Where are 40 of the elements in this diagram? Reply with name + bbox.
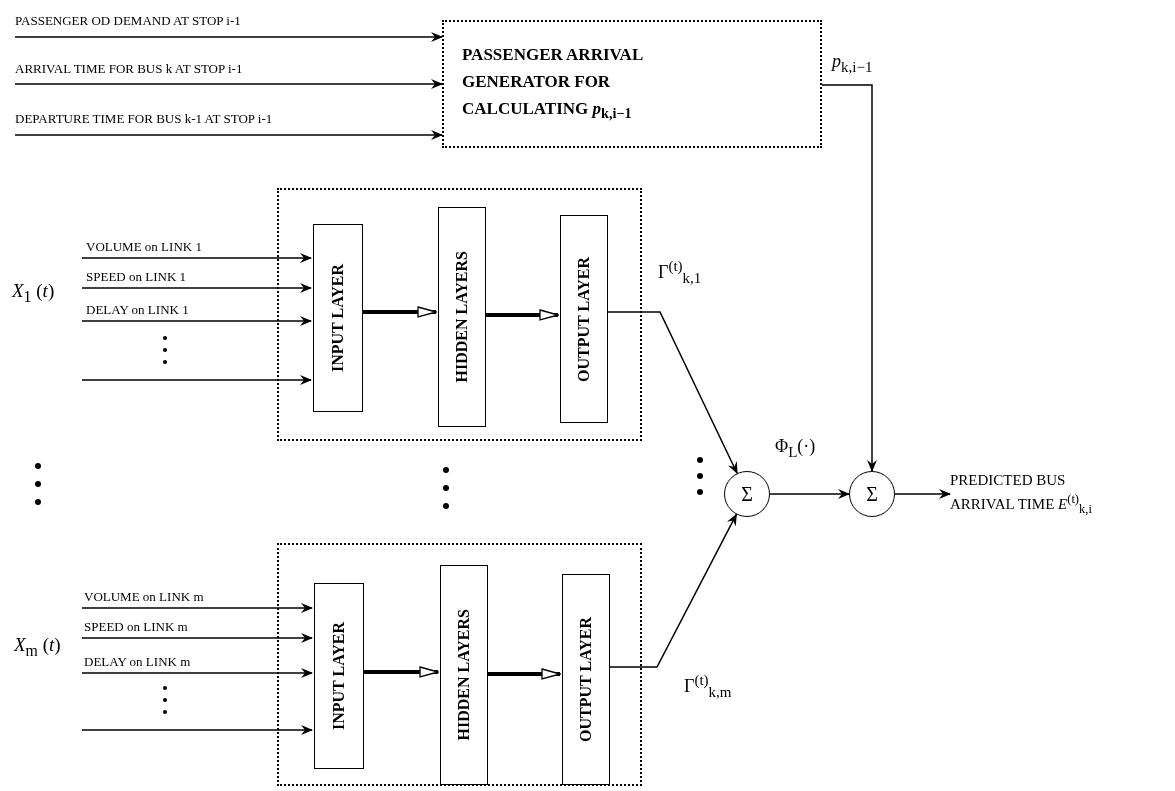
arrow <box>14 130 443 140</box>
layer-box <box>560 215 608 423</box>
layer-label: INPUT LAYER <box>330 622 348 730</box>
network-group-box <box>277 543 642 786</box>
arrow <box>81 253 312 263</box>
arrow <box>81 283 312 293</box>
input-vector-label: X$_{1}$ (t) <box>12 280 55 306</box>
arrow <box>14 32 443 42</box>
arrow <box>81 316 312 326</box>
layer-box <box>314 583 364 769</box>
arrow <box>486 668 561 680</box>
layer-box <box>313 224 363 412</box>
layer-box <box>440 565 488 785</box>
sum-symbol: Σ <box>741 482 753 506</box>
arrow <box>81 668 313 678</box>
arrow <box>81 603 313 613</box>
arrow <box>14 79 443 89</box>
layer-label: HIDDEN LAYERS <box>455 609 473 741</box>
arrow <box>81 375 312 385</box>
arrow <box>81 725 313 735</box>
sum-circle <box>724 471 770 517</box>
process-box <box>442 20 822 148</box>
sum-circle <box>849 471 895 517</box>
arrow <box>361 306 437 318</box>
arrow <box>821 84 877 472</box>
arrow <box>81 633 313 643</box>
arrow <box>362 666 439 678</box>
layer-box <box>438 207 486 427</box>
arrow <box>894 489 951 499</box>
sum-symbol: Σ <box>866 482 878 506</box>
layer-label: OUTPUT LAYER <box>575 256 593 382</box>
layer-box <box>562 574 610 785</box>
arrow <box>484 309 559 321</box>
input-vector-label: X$_{m}$ (t) <box>14 634 61 660</box>
arrow <box>769 489 850 499</box>
box-text: PASSENGER ARRIVAL GENERATOR FOR CALCULATING p$_{k,i−1}$ <box>462 43 644 124</box>
layer-label: HIDDEN LAYERS <box>453 251 471 383</box>
layer-label: INPUT LAYER <box>329 264 347 372</box>
layer-label: OUTPUT LAYER <box>577 617 595 742</box>
network-group-box <box>277 188 642 441</box>
